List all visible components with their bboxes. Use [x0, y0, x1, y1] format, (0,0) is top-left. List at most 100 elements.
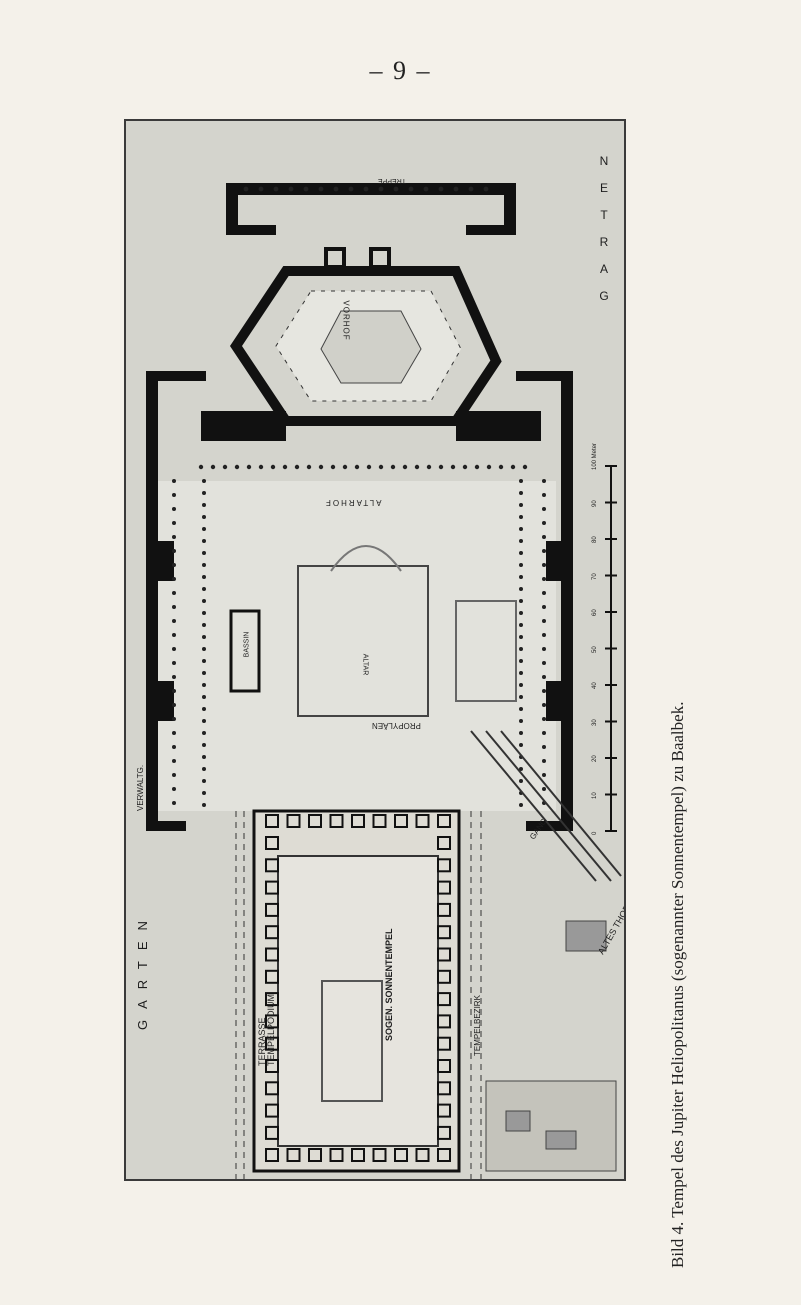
label-propylaeen: PROPYLÄEN — [372, 721, 421, 730]
column-mark — [542, 563, 546, 567]
column-mark — [519, 659, 523, 663]
scale-bar — [605, 465, 617, 832]
label-treppe: TREPPE — [378, 177, 407, 184]
column-mark — [222, 464, 228, 470]
temple-column — [308, 1148, 322, 1162]
temple-column — [415, 1148, 430, 1162]
column-mark — [172, 577, 176, 581]
column-mark — [318, 464, 324, 470]
column-mark — [453, 186, 459, 192]
column-mark — [172, 703, 176, 707]
column-mark — [202, 587, 206, 591]
garten-top-letter: N — [599, 154, 609, 168]
column-mark — [202, 551, 206, 555]
column-mark — [542, 549, 546, 553]
column-mark — [202, 479, 206, 483]
column-mark — [273, 186, 279, 192]
garten-top-letter: A — [599, 262, 608, 276]
garten-top-letter: R — [599, 235, 609, 249]
column-mark — [210, 464, 216, 470]
scale-tick-label: 10 — [592, 791, 598, 799]
column-mark — [363, 186, 369, 192]
court-colonnades — [172, 186, 546, 807]
column-mark — [542, 717, 546, 721]
column-mark — [172, 591, 176, 595]
column-mark — [172, 801, 176, 805]
temple-column — [437, 902, 451, 917]
scale-tick-label: 30 — [592, 718, 598, 726]
garten-top-letter: G — [599, 289, 609, 303]
column-mark — [258, 464, 264, 470]
column-mark — [519, 647, 523, 651]
temple-column — [265, 1125, 279, 1140]
column-mark — [172, 633, 176, 637]
column-mark — [202, 599, 206, 603]
column-mark — [542, 507, 546, 511]
temple-column — [437, 947, 451, 962]
column-mark — [172, 661, 176, 665]
temple-column — [437, 1059, 451, 1073]
temple-column — [437, 880, 451, 895]
column-mark — [202, 731, 206, 735]
temple-column — [437, 992, 451, 1007]
column-mark — [202, 695, 206, 699]
temple-column — [437, 925, 451, 940]
temple-column — [265, 947, 279, 962]
column-mark — [202, 743, 206, 747]
temple-column — [437, 836, 451, 850]
temple-column — [265, 902, 279, 917]
garten-top-letter: E — [599, 181, 608, 195]
column-mark — [519, 587, 523, 591]
label-verwaltung: VERWALTG. — [136, 764, 145, 811]
temple-column — [372, 814, 387, 828]
label-garten: GARTEN — [135, 910, 150, 1030]
column-mark — [172, 731, 176, 735]
column-mark — [282, 464, 288, 470]
column-mark — [519, 767, 523, 771]
column-mark — [270, 464, 276, 470]
temple-column — [265, 925, 279, 940]
column-mark — [202, 623, 206, 627]
column-mark — [234, 464, 240, 470]
column-mark — [202, 611, 206, 615]
column-mark — [542, 731, 546, 735]
column-mark — [172, 493, 176, 497]
column-mark — [318, 186, 324, 192]
column-mark — [438, 186, 444, 192]
column-mark — [288, 186, 294, 192]
temple-column — [265, 1059, 279, 1073]
column-mark — [519, 503, 523, 507]
column-mark — [542, 619, 546, 623]
column-mark — [390, 464, 396, 470]
temple-column — [437, 814, 451, 828]
column-mark — [172, 535, 176, 539]
column-mark — [414, 464, 420, 470]
temple-column — [329, 1148, 344, 1162]
column-mark — [438, 464, 444, 470]
scale-tick-label: 0 — [592, 831, 598, 835]
temple-column — [265, 1148, 279, 1162]
column-mark — [366, 464, 372, 470]
column-mark — [202, 683, 206, 687]
column-mark — [202, 779, 206, 783]
column-mark — [202, 563, 206, 567]
column-mark — [333, 186, 339, 192]
temple-columns — [265, 814, 451, 1162]
label-temple: SOGEN. SONNENTEMPEL — [384, 928, 394, 1041]
column-mark — [498, 464, 504, 470]
column-mark — [542, 787, 546, 791]
column-mark — [408, 186, 414, 192]
column-mark — [519, 635, 523, 639]
temple-column — [265, 969, 279, 984]
temple-column — [265, 880, 279, 895]
temple-column — [286, 1148, 301, 1162]
label-tempelbezirk: TEMPELBEZIRK — [473, 995, 482, 1056]
scale-tick-label: 50 — [592, 645, 598, 653]
temple-column — [437, 1036, 451, 1051]
column-mark — [483, 186, 489, 192]
column-mark — [303, 186, 309, 192]
column-mark — [542, 493, 546, 497]
temple-column — [265, 1014, 279, 1029]
column-mark — [342, 464, 348, 470]
column-mark — [542, 703, 546, 707]
